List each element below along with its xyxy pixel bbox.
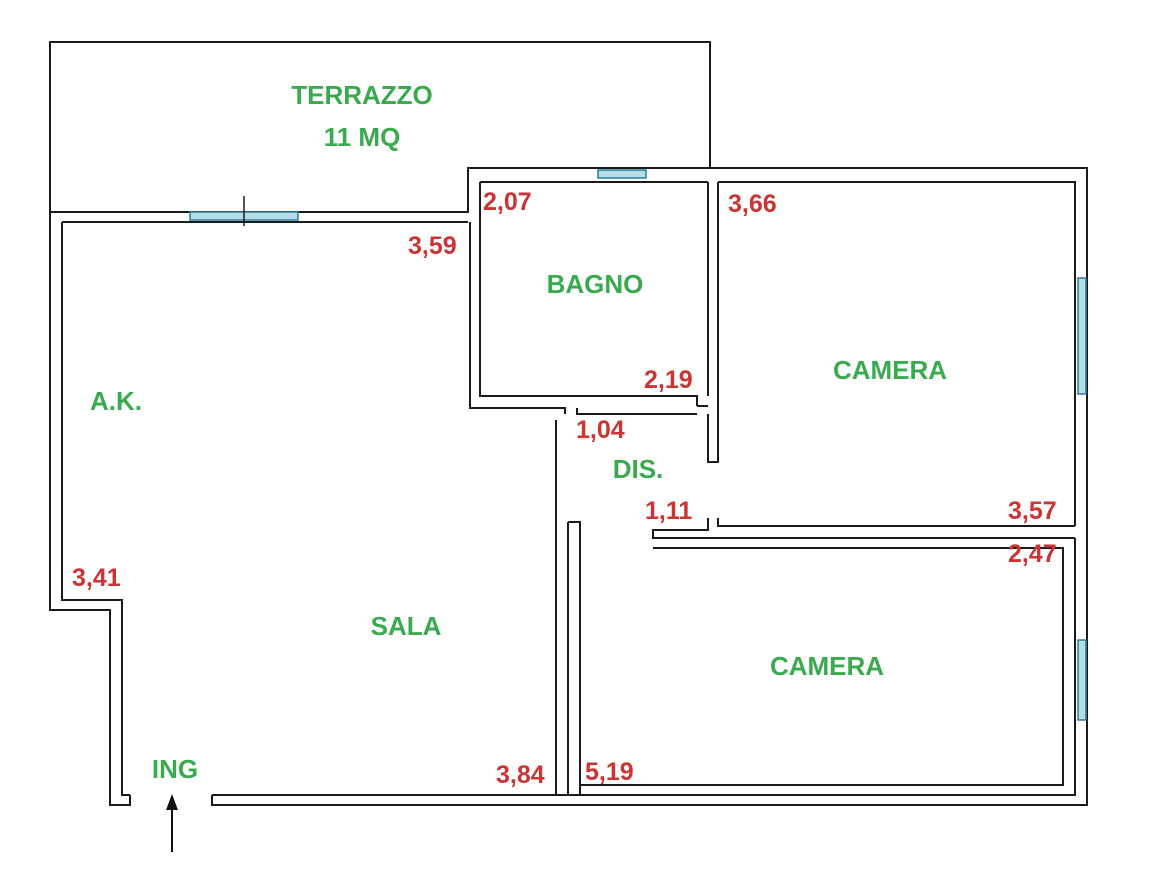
dimension-3-84: 3,84 bbox=[496, 761, 545, 789]
windows bbox=[189, 169, 1087, 721]
room-label-ak: A.K. bbox=[90, 386, 142, 416]
room-label-camera-2: CAMERA bbox=[770, 651, 884, 681]
dimension-3-66: 3,66 bbox=[728, 190, 777, 218]
entrance-arrow-icon bbox=[166, 794, 178, 852]
room-label-terrazzo-area: 11 MQ bbox=[324, 122, 401, 152]
dimension-2-47: 2,47 bbox=[1008, 540, 1057, 568]
window-camera-2 bbox=[1077, 639, 1087, 721]
interior-walls bbox=[469, 182, 1075, 796]
dimension-1-11: 1,11 bbox=[645, 497, 692, 525]
room-label-dis: DIS. bbox=[613, 454, 664, 484]
dimension-2-19: 2,19 bbox=[644, 366, 693, 394]
dimension-1-04: 1,04 bbox=[576, 416, 625, 444]
dimension-3-59: 3,59 bbox=[408, 232, 457, 260]
dimension-3-41: 3,41 bbox=[72, 564, 121, 592]
window-bagno bbox=[597, 169, 647, 179]
outer-walls bbox=[49, 167, 1088, 806]
dimension-3-57: 3,57 bbox=[1008, 497, 1057, 525]
dimension-2-07: 2,07 bbox=[483, 188, 532, 216]
room-label-terrazzo: TERRAZZO bbox=[291, 80, 433, 110]
room-label-ing: ING bbox=[152, 754, 198, 784]
room-label-camera-1: CAMERA bbox=[833, 355, 947, 385]
room-label-bagno: BAGNO bbox=[547, 269, 644, 299]
terrace-outline bbox=[49, 41, 711, 212]
dimension-5-19: 5,19 bbox=[585, 758, 634, 786]
room-label-sala: SALA bbox=[371, 611, 442, 641]
window-camera-1 bbox=[1077, 277, 1087, 395]
